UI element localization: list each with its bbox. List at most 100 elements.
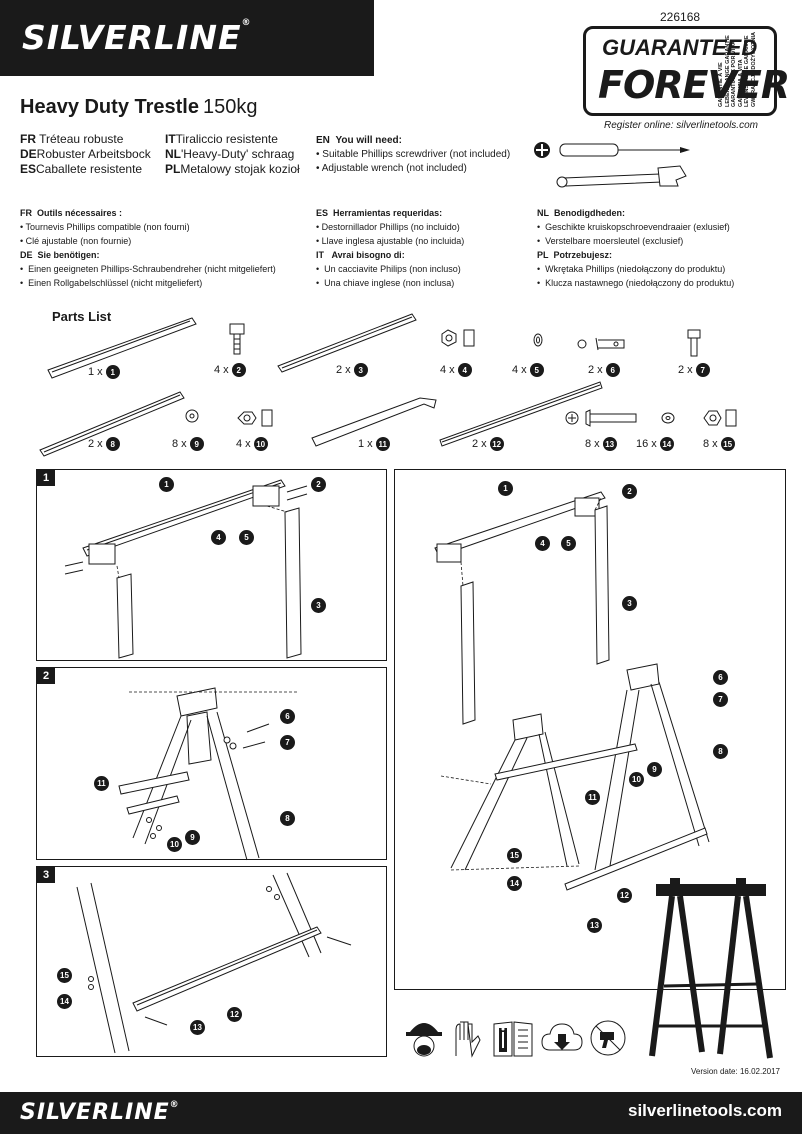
part-14-washer <box>661 412 675 424</box>
step-1-diagram <box>64 479 308 659</box>
tools-fr-de: FR Outils nécessaires : • Tournevis Phil… <box>20 208 276 288</box>
overview-callout-7: 7 <box>713 692 728 707</box>
overview-callout-1: 1 <box>498 481 513 496</box>
step-3-callout-12: 12 <box>227 1007 242 1022</box>
tools-illustration <box>534 142 690 188</box>
footer-bar <box>0 1092 802 1134</box>
part-13-screw <box>565 409 637 427</box>
step-2-panel: 2 6 7 11 8 9 10 <box>36 667 387 861</box>
step-2-callout-11: 11 <box>94 776 109 791</box>
overview-callout-2: 2 <box>622 484 637 499</box>
header-bar <box>0 0 374 76</box>
overview-callout-9: 9 <box>647 762 662 777</box>
overview-callout-12: 12 <box>617 888 632 903</box>
part-2-bolt <box>229 323 245 355</box>
product-code: 226168 <box>660 10 701 24</box>
gloves-icon <box>455 1021 481 1058</box>
part-3-leg <box>277 313 417 373</box>
hardhat-mask-icon <box>406 1023 442 1057</box>
manual-icon <box>493 1021 533 1057</box>
step-2-callout-9: 9 <box>185 830 200 845</box>
footer-website-link[interactable]: silverlinetools.com <box>628 1101 782 1120</box>
en-tools-needed: EN You will need: • Suitable Phillips sc… <box>316 135 511 174</box>
version-date: Version date: 16.02.2017 <box>691 1067 780 1076</box>
part-4-nut <box>441 329 475 347</box>
step-3-callout-15: 15 <box>57 968 72 983</box>
part-5-washer <box>533 333 543 347</box>
part-10-nut <box>237 409 273 427</box>
step-2-callout-6: 6 <box>280 709 295 724</box>
step-1-callout-1: 1 <box>159 477 174 492</box>
tools-es-it: ES Herramientas requeridas: • Destornill… <box>316 208 465 288</box>
overview-panel: 1 2 4 5 3 6 7 8 9 10 11 15 14 12 13 <box>394 469 786 990</box>
step-3-callout-13: 13 <box>190 1020 205 1035</box>
overview-callout-4: 4 <box>535 536 550 551</box>
part-11-crossbar <box>311 397 437 447</box>
brand-logo: SILVERLINE® <box>22 18 252 57</box>
step-1-number: 1 <box>37 470 55 486</box>
overview-callout-15: 15 <box>507 848 522 863</box>
overview-callout-6: 6 <box>713 670 728 685</box>
step-1-callout-4: 4 <box>211 530 226 545</box>
translations-left: FR Tréteau robuste DERobuster Arbeitsboc… <box>20 132 151 176</box>
part-7-bolt <box>687 329 701 357</box>
register-online[interactable]: Register online: silverlinetools.com <box>604 120 758 131</box>
step-2-diagram <box>118 687 297 861</box>
overview-callout-13: 13 <box>587 918 602 933</box>
part-9-washer <box>185 409 199 423</box>
step-3-panel: 3 15 14 12 13 <box>36 866 387 1057</box>
step-2-callout-8: 8 <box>280 811 295 826</box>
overview-callout-5: 5 <box>561 536 576 551</box>
overview-callout-14: 14 <box>507 876 522 891</box>
overview-callout-8: 8 <box>713 744 728 759</box>
step-1-panel: 1 1 2 4 5 3 <box>36 469 387 661</box>
footer-brand-logo: SILVERLINE® <box>20 1100 180 1125</box>
part-15-nut <box>703 409 737 427</box>
step-1-callout-5: 5 <box>239 530 254 545</box>
guarantee-badge: GUARANTEED FOREVER GARANTIE À VIE LEBENS… <box>583 26 790 116</box>
overview-diagram <box>434 491 710 891</box>
step-3-diagram <box>76 872 352 1054</box>
translations-right: ITTiraliccio resistente NL'Heavy-Duty' s… <box>165 132 300 176</box>
step-3-number: 3 <box>37 867 55 883</box>
step-3-callout-14: 14 <box>57 994 72 1009</box>
step-1-callout-3: 3 <box>311 598 326 613</box>
step-1-bolts <box>64 485 308 575</box>
part-12-longbar <box>439 381 603 447</box>
step-2-callout-7: 7 <box>280 735 295 750</box>
guarantee-line2: FOREVER <box>598 63 790 107</box>
overview-callout-10: 10 <box>629 772 644 787</box>
wrench-icon <box>556 165 687 188</box>
no-drill-icon <box>590 1020 626 1056</box>
part-1-beam <box>47 317 197 379</box>
step-2-callout-10: 10 <box>167 837 182 852</box>
guarantee-line1: GUARANTEED <box>602 35 758 60</box>
parts-list-title: Parts List <box>52 309 112 324</box>
download-icon <box>541 1023 583 1051</box>
phillips-icon <box>534 142 550 158</box>
step-2-number: 2 <box>37 668 55 684</box>
safety-icons <box>404 1016 628 1062</box>
step-1-callout-2: 2 <box>311 477 326 492</box>
overview-callout-3: 3 <box>622 596 637 611</box>
overview-callout-11: 11 <box>585 790 600 805</box>
part-8-brace <box>39 391 185 457</box>
part-6-screw <box>577 337 625 351</box>
tools-nl-pl: NL Benodigdheden: • Geschikte kruiskopsc… <box>537 208 735 288</box>
parts-illustrations <box>39 313 737 457</box>
